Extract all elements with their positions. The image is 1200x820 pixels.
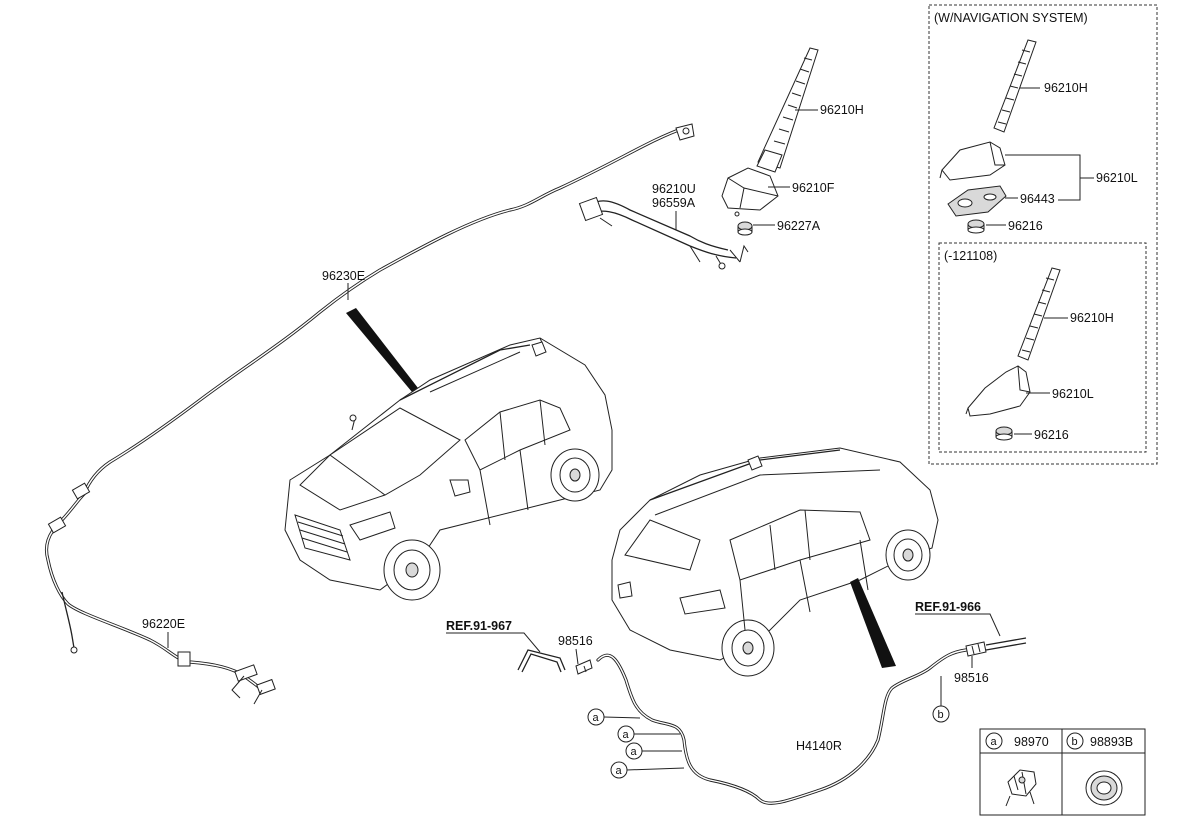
ref-91-967[interactable]: REF.91-967 xyxy=(446,619,512,633)
ref-91-966[interactable]: REF.91-966 xyxy=(915,600,981,614)
label-H4140R: H4140R xyxy=(796,739,842,753)
pointer-arrow-rear xyxy=(850,578,896,668)
label-98516-left: 98516 xyxy=(558,634,593,648)
cable-96220E[interactable] xyxy=(44,482,276,705)
roof-cable-96230E[interactable] xyxy=(82,123,695,496)
callout-a-3[interactable]: a xyxy=(625,742,682,760)
nav-antenna-base[interactable] xyxy=(939,141,1006,181)
svg-text:b: b xyxy=(938,709,944,721)
car-front-view xyxy=(284,337,613,601)
car-rear-view xyxy=(611,447,939,677)
nav-label-96443: 96443 xyxy=(1020,192,1055,206)
ref-cable-left xyxy=(517,649,566,673)
sub-label-96210H: 96210H xyxy=(1070,311,1114,325)
nut-96227A[interactable] xyxy=(737,221,753,236)
label-96559A: 96559A xyxy=(652,196,696,210)
legend-a-part: 98970 xyxy=(1014,735,1049,749)
legend-a-letter: a xyxy=(991,736,998,748)
antenna-base-96210F[interactable] xyxy=(721,167,779,217)
svg-text:a: a xyxy=(593,712,600,724)
sub-antenna-base[interactable] xyxy=(965,365,1031,417)
grommet-98893B-icon xyxy=(1085,770,1123,806)
nav-system-box: (W/NAVIGATION SYSTEM) 96210H 96210L 9644… xyxy=(928,4,1158,465)
svg-text:a: a xyxy=(623,729,630,741)
nav-label-96210L: 96210L xyxy=(1096,171,1138,185)
pointer-arrow-roof xyxy=(346,308,418,392)
nav-antenna-mast[interactable] xyxy=(993,39,1037,133)
label-96230E: 96230E xyxy=(322,269,365,283)
sub-box-title: (-121108) xyxy=(944,249,997,263)
label-96210H: 96210H xyxy=(820,103,864,117)
callout-a-2[interactable]: a xyxy=(617,725,680,743)
callout-b[interactable]: b xyxy=(932,676,950,723)
callout-a-4[interactable]: a xyxy=(610,761,685,779)
legend-b-circle xyxy=(1066,732,1084,750)
legend-a-circle xyxy=(985,732,1003,750)
nav-label-96210H: 96210H xyxy=(1044,81,1088,95)
legend-table: a 98970 b 98893B xyxy=(979,728,1146,816)
svg-text:a: a xyxy=(616,765,623,777)
nav-gasket-96443[interactable] xyxy=(947,185,1007,217)
nav-nut-96216[interactable] xyxy=(967,219,985,234)
callout-a-1[interactable]: a xyxy=(587,708,641,726)
label-96220E: 96220E xyxy=(142,617,185,631)
label-98516-right: 98516 xyxy=(954,671,989,685)
legend-b-part: 98893B xyxy=(1090,735,1133,749)
sub-label-96216: 96216 xyxy=(1034,428,1069,442)
sub-antenna-mast[interactable] xyxy=(1017,267,1061,361)
sub-label-96210L: 96210L xyxy=(1052,387,1094,401)
label-96210U: 96210U xyxy=(652,182,696,196)
sub-nut-96216[interactable] xyxy=(995,426,1013,441)
svg-text:a: a xyxy=(631,746,638,758)
nav-box-title: (W/NAVIGATION SYSTEM) xyxy=(934,11,1088,25)
antenna-mast-96210H[interactable] xyxy=(756,47,819,173)
label-96227A: 96227A xyxy=(777,219,821,233)
clip-98970-icon xyxy=(1005,769,1037,807)
sub-box-121108: (-121108) 96210H 96210L 96216 xyxy=(938,242,1147,453)
roof-antenna-group xyxy=(578,47,819,270)
antenna-feeder-96210U[interactable] xyxy=(578,196,749,270)
nav-label-96216: 96216 xyxy=(1008,219,1043,233)
cable-H4140R[interactable] xyxy=(575,637,1027,805)
label-96210F: 96210F xyxy=(792,181,835,195)
legend-b-letter: b xyxy=(1072,736,1078,748)
